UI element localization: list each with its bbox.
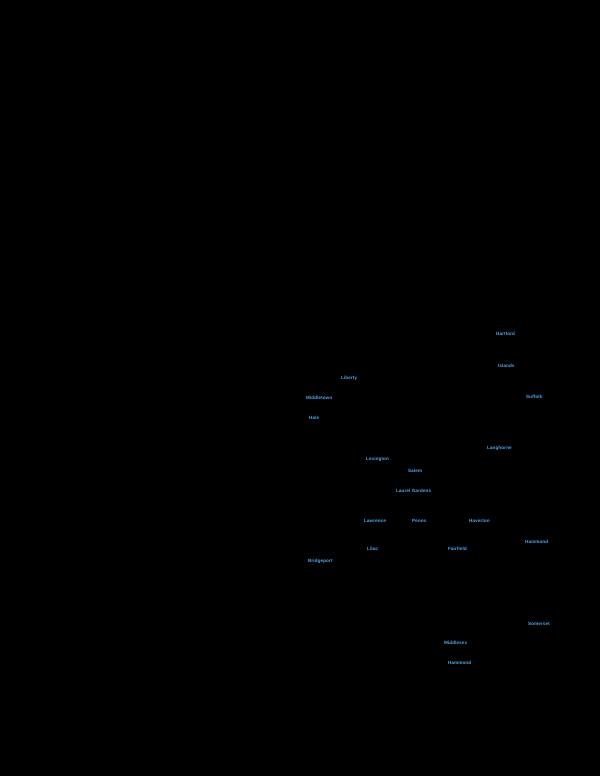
map-label[interactable]: Middletown [306,395,333,400]
map-label[interactable]: Middlesex [444,640,468,645]
map-label[interactable]: Islands [498,363,515,368]
map-label[interactable]: Hartford [496,331,515,336]
map-label[interactable]: Somerset [528,621,550,626]
map-label[interactable]: Fairfield [448,546,467,551]
map-label[interactable]: Haverton [469,518,490,523]
map-label[interactable]: Hammond [525,539,549,544]
map-label[interactable]: Lawrence [364,518,386,523]
map-label[interactable]: Laurel Gardens [396,488,432,493]
map-label[interactable]: Langhorne [487,445,512,450]
map-label[interactable]: Lexington [366,456,389,461]
map-label[interactable]: Hammond [448,660,472,665]
map-label[interactable]: Suffolk [526,394,543,399]
map-label[interactable]: Hale [309,415,320,420]
map-label[interactable]: Lilac [367,546,378,551]
map-label[interactable]: Liberty [341,375,358,380]
map-label[interactable]: Bridgeport [308,558,333,563]
map-label[interactable]: Salem [408,468,423,473]
map-label[interactable]: Penns [412,518,427,523]
